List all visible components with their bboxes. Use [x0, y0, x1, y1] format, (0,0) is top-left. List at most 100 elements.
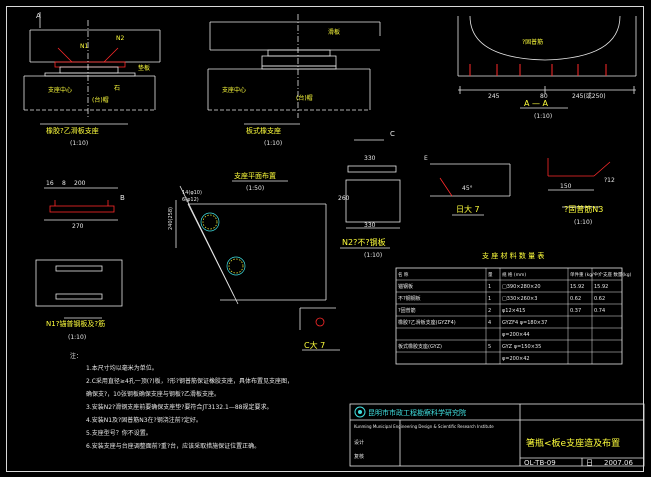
title-detail-e: 日大 7	[456, 204, 480, 214]
table-cell: 锚钢板	[398, 283, 413, 290]
designer-label: 设计	[354, 439, 364, 446]
note-item: 4.安装N1及?固普筋N3在?钢浇注前?定好。	[86, 416, 202, 424]
label-bearing-center-2: 支座中心	[222, 86, 246, 94]
table-cell: φ12×415	[502, 308, 525, 314]
label-shi: 石	[114, 85, 120, 92]
company-name: 昆明市市政工程勘察科学研究院	[368, 408, 466, 417]
label-bearing-center-1: 支座中心	[48, 86, 72, 94]
table-header: 名 称	[398, 271, 409, 278]
detail-e	[430, 163, 511, 197]
label-anchor: ?固普筋	[522, 38, 543, 46]
revision: 日	[586, 459, 593, 467]
note-item: 2.C采用直径≥4孔一顶(?)板，?形?钢普筋保证橡胶支座，具体布置见支座图，	[86, 377, 293, 385]
title-steel-plate-n2-scale: (1:10)	[364, 252, 382, 259]
plan-layout	[175, 185, 327, 305]
table-cell: GYZ φ=150×35	[502, 344, 541, 350]
title-plate-bearing: 板式橡支座	[246, 126, 281, 135]
label-cushion: 垫板	[138, 64, 150, 72]
dim-200: 200	[74, 180, 86, 187]
label-pad: 滑板	[328, 28, 340, 36]
anchor-n3	[547, 158, 611, 191]
plan-left-dim: 240(258)	[168, 207, 174, 230]
table-cell: 橡胶?乙滑板支座(GYZF4)	[398, 319, 456, 326]
note-item: 5.支座型号？你不设置。	[86, 429, 152, 437]
dim-260: 260	[338, 195, 350, 202]
drawing-date: 2007.06	[604, 459, 633, 467]
rubber-bearing-elevation	[23, 12, 161, 118]
table-cell: 0.74	[594, 308, 605, 314]
table-cell: 2	[488, 308, 491, 314]
table-cell: 15.92	[594, 284, 608, 290]
dim-330-bot: 330	[364, 222, 376, 229]
table-cell: 15.92	[570, 284, 584, 290]
n1-plate-section	[35, 187, 123, 307]
title-anchor-n3-scale: (1:10)	[574, 219, 592, 226]
notes-heading: 注：	[70, 352, 82, 360]
table-cell: GYZF4 φ=180×37	[502, 320, 547, 326]
plate-bearing-elevation	[207, 14, 381, 118]
label-pier-2: (台)帽	[296, 94, 313, 102]
table-header: 规 格 (mm)	[502, 271, 526, 278]
dim-330-top: 330	[364, 155, 376, 162]
table-cell: 0.37	[570, 308, 581, 314]
dim-150: 150	[560, 183, 572, 190]
callout-a-left: A	[36, 12, 41, 20]
table-cell: 0.62	[570, 296, 581, 302]
table-cell: 1	[488, 284, 491, 290]
plan-dim-2: 6(φ12)	[182, 197, 199, 203]
section-aa-anchors	[469, 64, 607, 76]
notes-list: 1.本尺寸均以毫米为单位。 2.C采用直径≥4孔一顶(?)板，?形?钢普筋保证橡胶…	[86, 364, 293, 450]
table-header: 一个支座 数量(kg)	[594, 271, 632, 278]
title-rubber-bearing: 橡胶?乙滑板支座	[46, 126, 99, 135]
dim-245-left: 245	[488, 93, 500, 100]
table-cell: 不?钢钢板	[398, 295, 421, 302]
table-header: 量	[488, 271, 493, 278]
checker-label: 复核	[354, 453, 364, 460]
table-cell: 板式橡胶支座(GYZ)	[398, 343, 442, 350]
drawing-title: 箸瓶<板e支座造及布置	[526, 437, 620, 449]
dim-b: B	[120, 194, 125, 202]
dim-270: 270	[72, 223, 84, 230]
drawing-number: OL-TB-09	[524, 459, 556, 467]
dim-245-right: 245(或250)	[572, 92, 606, 100]
materials-table: 名 称 量 规 格 (mm) 单件重 (kg/个)一个支座 数量(kg) 锚钢板 1 □39…	[395, 267, 632, 365]
table-cell: φ=200×44	[502, 332, 530, 338]
plan-dim-1: 14(φ10)	[182, 190, 202, 196]
note-item: 确保支?，10张钢板确保支座与钢板?乙滑板支座。	[86, 390, 220, 398]
title-plan-scale: (1:50)	[246, 185, 264, 192]
title-plate-bearing-scale: (1:10)	[264, 140, 282, 147]
table-cell: 4	[488, 320, 491, 326]
title-section-aa-scale: (1:10)	[534, 113, 552, 120]
note-item: 6.安装支座与台座调整面前?重?台，应该采取措施保证位置正确。	[86, 442, 260, 450]
title-plan-layout: 支座平面布置	[234, 171, 276, 180]
dim-80: 80	[540, 93, 548, 100]
title-section-aa: A — A	[524, 99, 549, 108]
note-item: 1.本尺寸均以毫米为单位。	[86, 364, 158, 372]
dim-212: ?12	[604, 177, 615, 184]
detail-c	[299, 307, 336, 330]
title-steel-plate-n2: N2?不?钢板	[342, 237, 386, 247]
dim-e: E	[424, 155, 428, 162]
label-n1: N1	[80, 43, 88, 50]
company-name-en: Kunming Municipal Engineering Design & S…	[354, 424, 494, 429]
title-detail-c: C大 7	[304, 340, 325, 350]
dim-c: C	[390, 130, 395, 138]
title-rubber-bearing-scale: (1:10)	[70, 140, 88, 147]
title-anchor-n3: ?固普筋N3	[564, 204, 603, 214]
table-cell: ?固普筋	[398, 307, 416, 314]
table-cell: φ=200×42	[502, 356, 530, 362]
table-cell: 5	[488, 344, 491, 350]
dim-45: 45°	[462, 185, 473, 192]
table-cell: 1	[488, 296, 491, 302]
n2-steel-plate	[345, 139, 401, 229]
table-header: 单件重 (kg/个)	[570, 271, 600, 278]
label-n2: N2	[116, 35, 124, 42]
title-plate-n1-scale: (1:10)	[68, 334, 86, 341]
plan-bearings	[200, 212, 246, 276]
title-block	[349, 403, 645, 467]
table-cell: □330×260×3	[502, 296, 537, 302]
table-cell: □390×280×20	[502, 284, 541, 290]
dim-8: 8	[62, 180, 66, 187]
dim-16: 16	[46, 180, 54, 187]
